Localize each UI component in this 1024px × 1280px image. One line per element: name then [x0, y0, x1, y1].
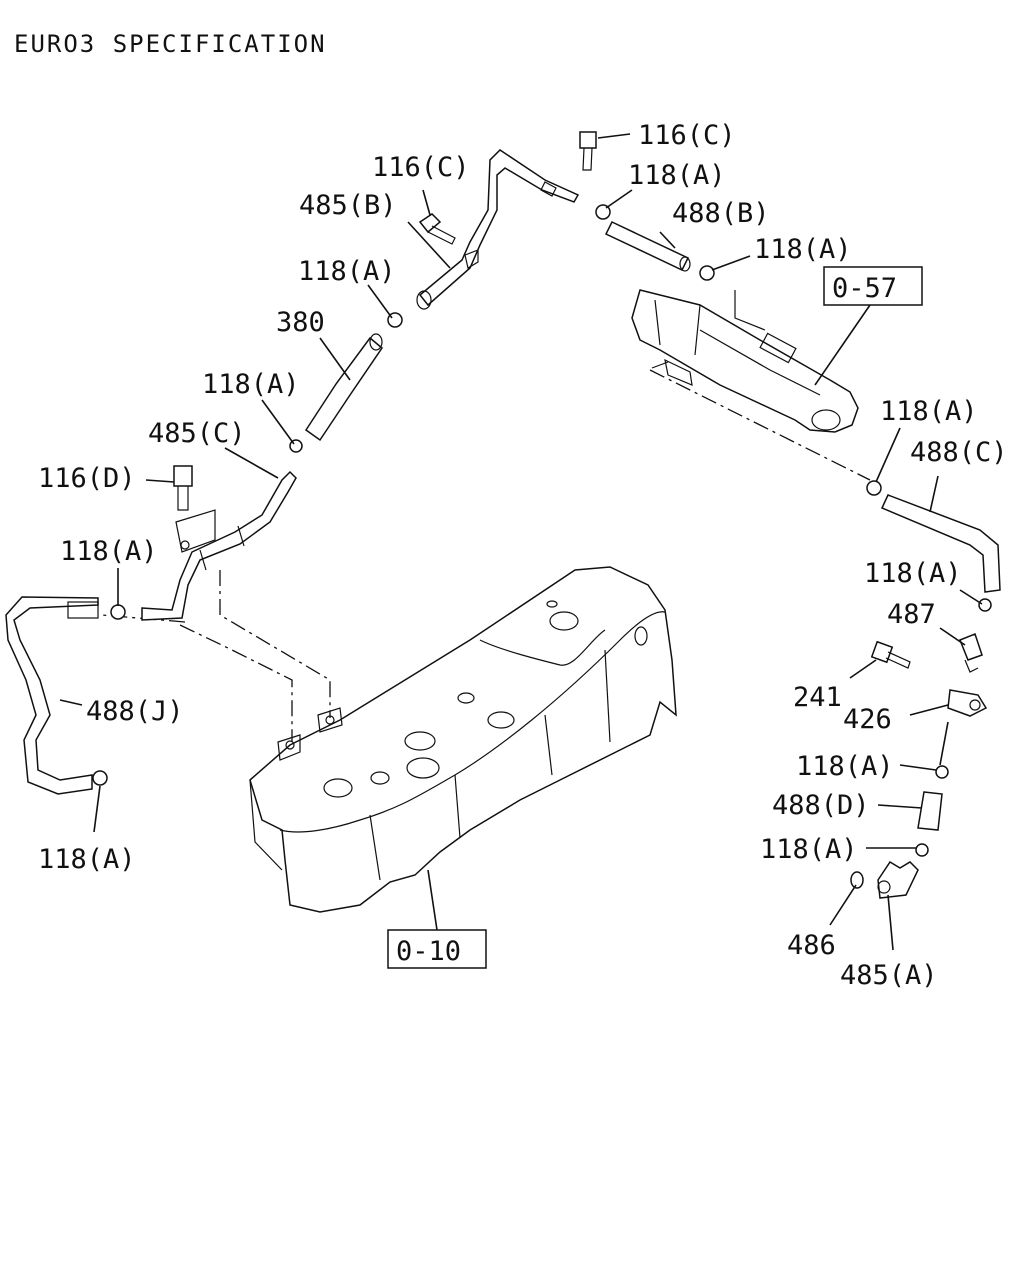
sensor-487	[959, 633, 983, 673]
hose-488j	[5, 596, 99, 795]
callout-118a-3[interactable]: 118(A)	[298, 256, 396, 287]
callout-486[interactable]: 486	[787, 930, 836, 961]
pipe-485b	[416, 149, 580, 310]
callout-118a-8[interactable]: 118(A)	[864, 558, 962, 589]
callout-118a-6[interactable]: 118(A)	[38, 844, 136, 875]
callout-380[interactable]: 380	[276, 307, 325, 338]
callout-488d[interactable]: 488(D)	[772, 790, 870, 821]
callout-488c[interactable]: 488(C)	[910, 437, 1008, 468]
bracket-426	[947, 689, 988, 717]
bolt-241	[870, 640, 911, 669]
egr-cooler	[631, 289, 859, 433]
callout-488b[interactable]: 488(B)	[672, 198, 770, 229]
callout-118a-5[interactable]: 118(A)	[60, 536, 158, 567]
pipe-485c	[141, 470, 297, 621]
callout-485c[interactable]: 485(C)	[148, 418, 246, 449]
callout-118a-2[interactable]: 118(A)	[754, 234, 852, 265]
callout-485b[interactable]: 485(B)	[299, 190, 397, 221]
leader-lines	[59, 133, 983, 951]
callout-118a-9[interactable]: 118(A)	[796, 751, 894, 782]
hose-488b	[604, 221, 691, 272]
callout-118a-7[interactable]: 118(A)	[880, 396, 978, 427]
reference-box-0-10[interactable]: 0-10	[387, 929, 487, 969]
bolt-116d	[173, 465, 193, 511]
oring-486	[850, 871, 864, 889]
callout-488j[interactable]: 488(J)	[86, 696, 184, 727]
reference-label-0-10: 0-10	[396, 936, 461, 967]
callout-426[interactable]: 426	[843, 704, 892, 735]
reference-label-0-57: 0-57	[832, 273, 897, 304]
bolt-116c-lower	[418, 213, 456, 245]
pipe-485a	[877, 860, 919, 899]
callout-116c-lower[interactable]: 116(C)	[372, 152, 470, 183]
hose-488d	[917, 791, 943, 831]
callout-241[interactable]: 241	[793, 682, 842, 713]
callout-116c-upper[interactable]: 116(C)	[638, 120, 736, 151]
reference-box-0-57[interactable]: 0-57	[823, 266, 923, 306]
bolt-116c-upper	[579, 131, 597, 171]
callout-118a-1[interactable]: 118(A)	[628, 160, 726, 191]
callout-118a-4[interactable]: 118(A)	[202, 369, 300, 400]
hose-488c	[880, 494, 1001, 593]
engine-cover	[249, 566, 677, 913]
callout-487[interactable]: 487	[887, 599, 936, 630]
callout-labels: 116(C) 116(C) 118(A) 485(B) 488(B) 118(A…	[38, 120, 1008, 991]
hose-380	[304, 333, 384, 442]
callout-116d[interactable]: 116(D)	[38, 463, 136, 494]
diagram-title: EURO3 SPECIFICATION	[14, 30, 327, 58]
callout-485a[interactable]: 485(A)	[840, 960, 938, 991]
callout-118a-10[interactable]: 118(A)	[760, 834, 858, 865]
